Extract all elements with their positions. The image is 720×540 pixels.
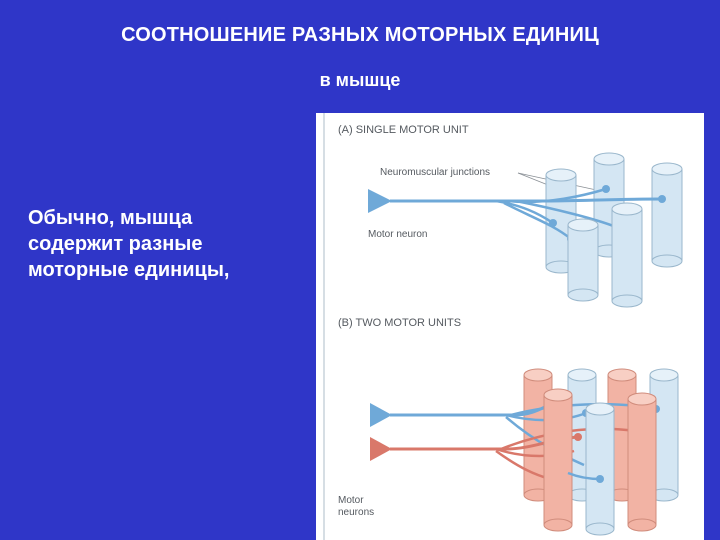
slide-body-text: Обычно, мышца содержит разные моторные е… [28,205,308,283]
muscle-fiber [543,388,573,532]
body-line: моторные единицы, [28,259,230,281]
motor-unit-diagram: (A) SINGLE MOTOR UNIT Neuromuscular junc… [323,113,683,540]
panel-b-label: (B) TWO MOTOR UNITS [338,317,461,329]
muscle-fiber [567,218,599,302]
motor-neurons-label: Motor [338,495,364,506]
junction-label: Neuromuscular junctions [380,167,490,178]
motor-neuron-label: Motor neuron [368,229,427,240]
muscle-fiber [585,402,615,536]
neuromuscular-junction [596,475,604,483]
panel-a-label: (A) SINGLE MOTOR UNIT [338,124,469,136]
muscle-fiber [627,392,657,532]
slide-title: СООТНОШЕНИЕ РАЗНЫХ МОТОРНЫХ ЕДИНИЦ [121,24,599,46]
junction-pointer [517,172,549,186]
slide-subtitle: в мышце [319,70,401,90]
motor-neuron-blue [368,185,666,243]
body-line: Обычно, мышца [28,207,193,229]
body-line: содержит разные [28,233,203,255]
motor-neurons-label: neurons [338,507,374,518]
muscle-fiber [611,202,643,308]
motor-unit-figure: (A) SINGLE MOTOR UNIT Neuromuscular junc… [316,113,704,540]
muscle-fiber [651,162,683,268]
